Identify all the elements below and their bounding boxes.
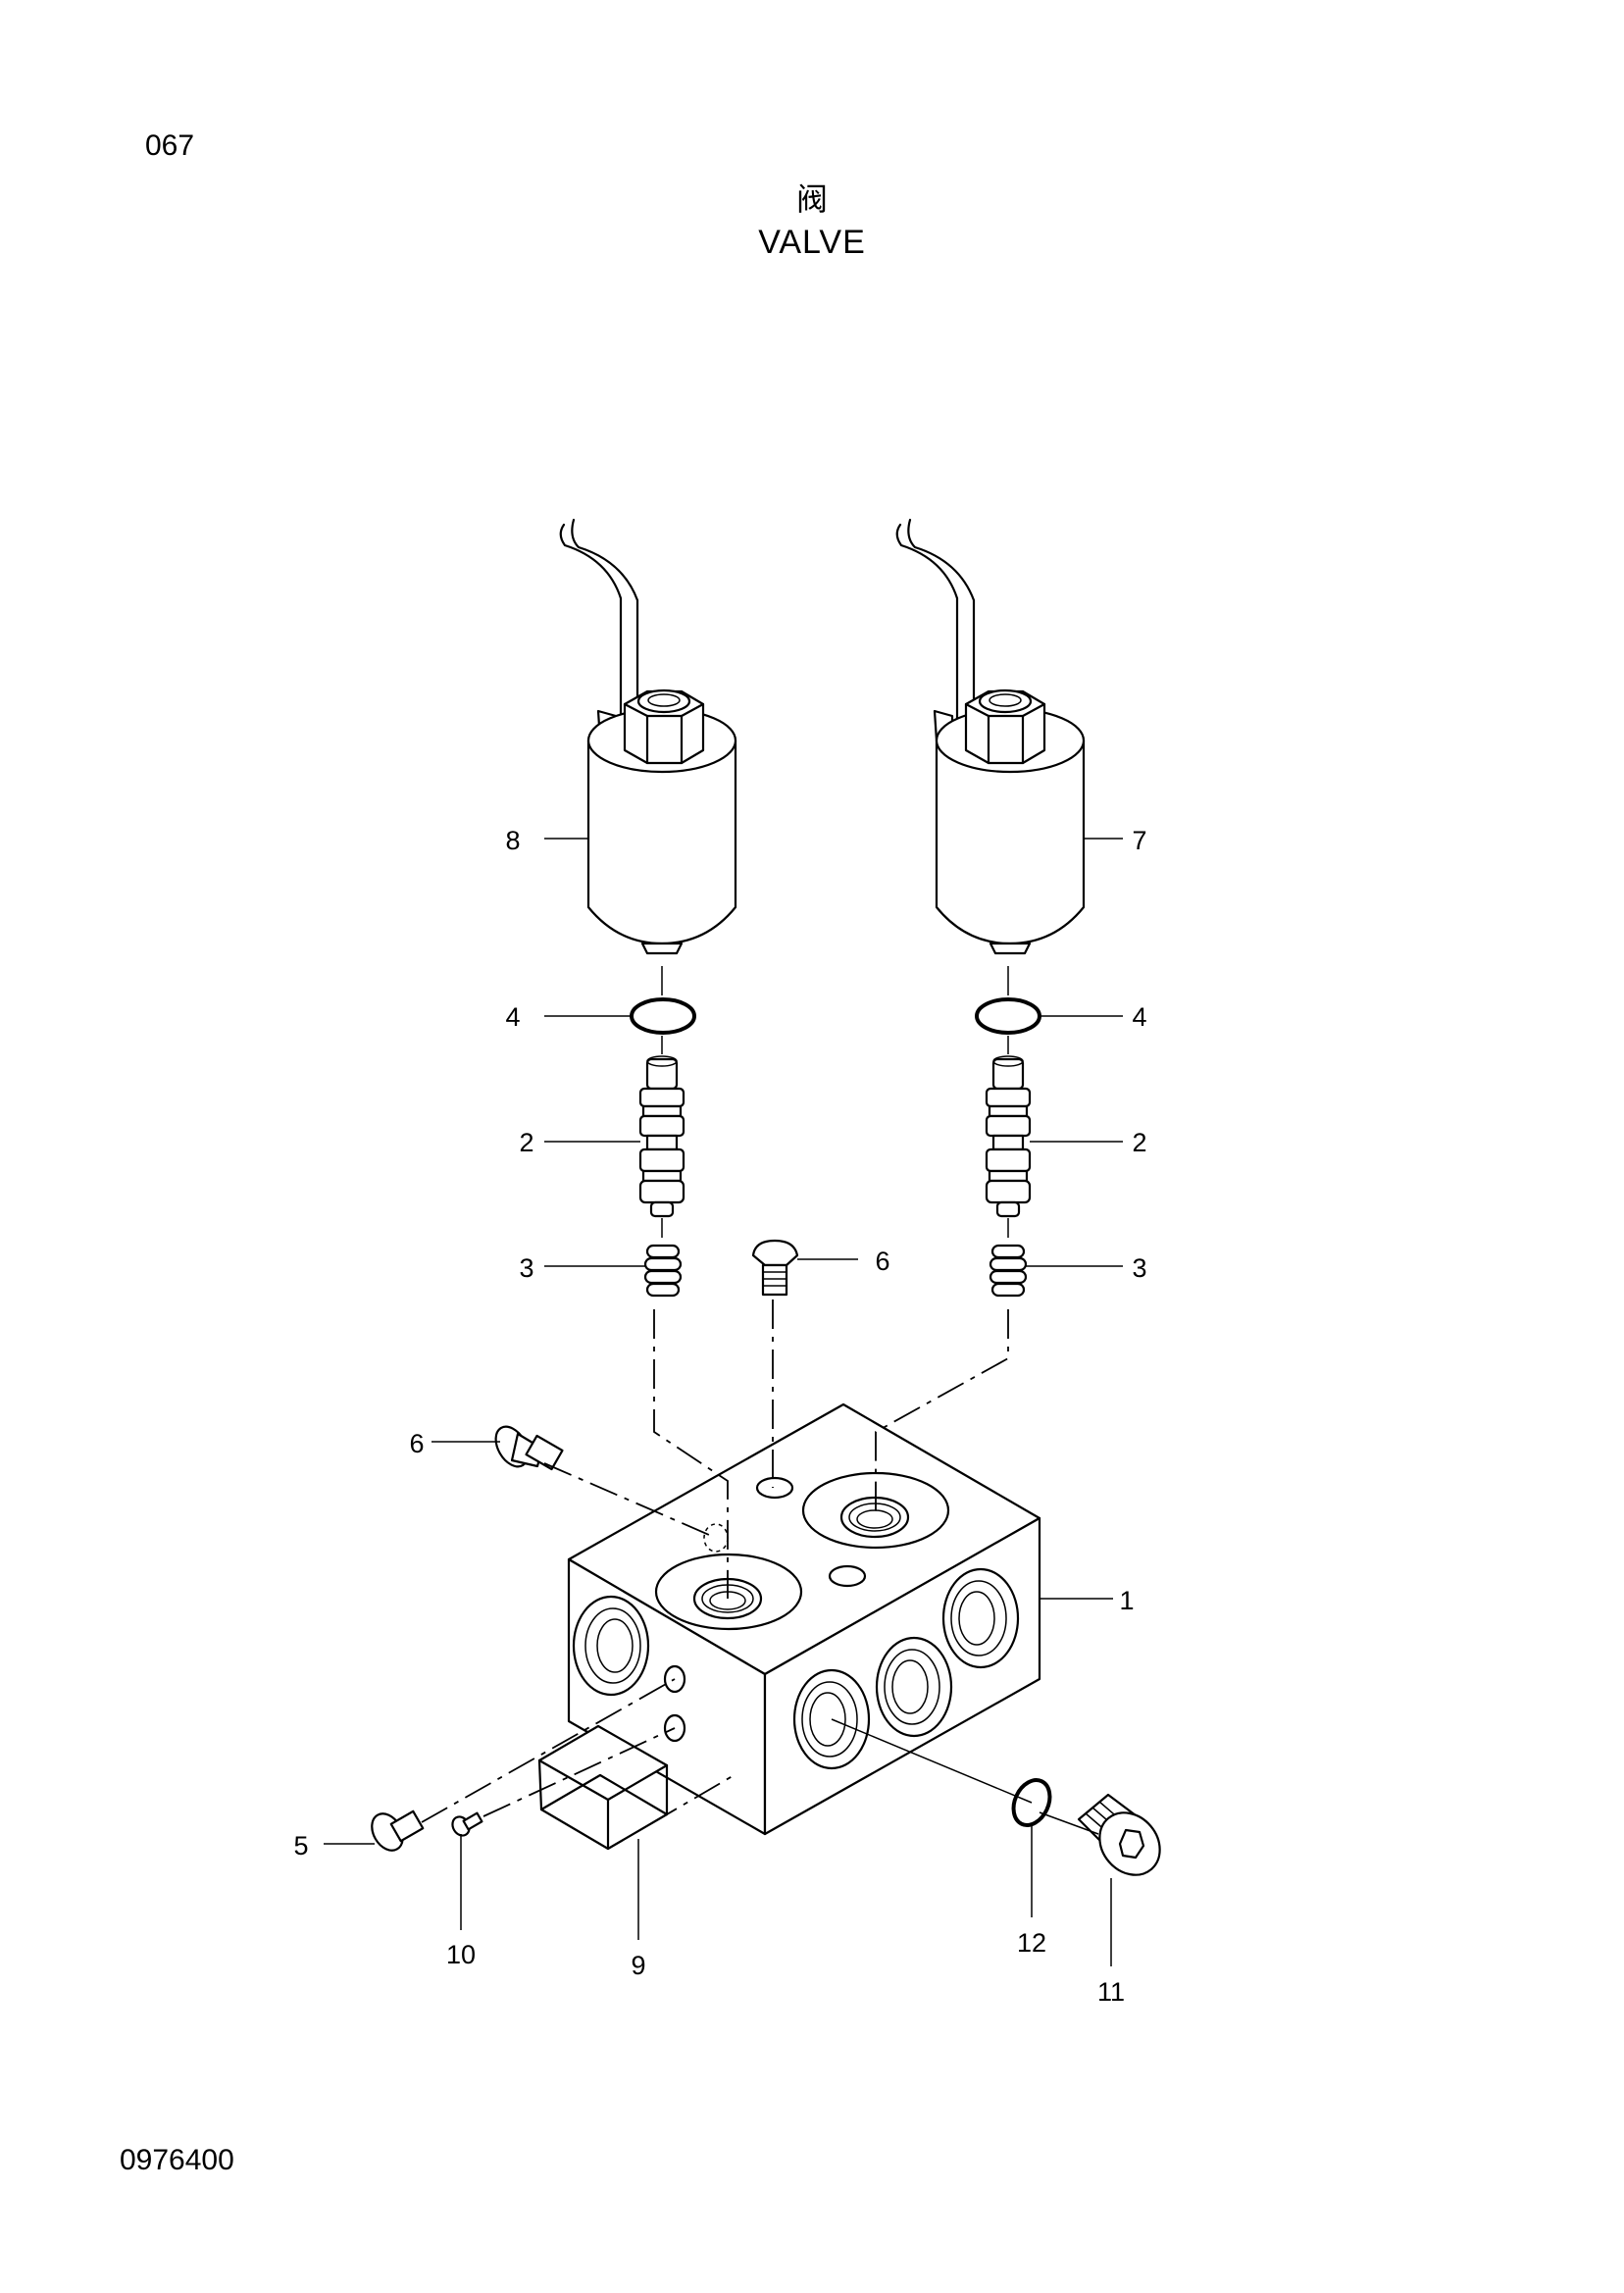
- o-ring-left: [630, 966, 696, 1054]
- callout-4-right: 4: [1132, 1002, 1146, 1032]
- callout-11: 11: [1097, 1977, 1125, 2007]
- callout-6-top: 6: [875, 1247, 889, 1276]
- document-code: 0976400: [120, 2144, 234, 2176]
- o-ring-right: [975, 966, 1041, 1054]
- plug-top: [751, 1239, 799, 1297]
- plug-left: [494, 1425, 564, 1471]
- callout-10: 10: [446, 1940, 476, 1969]
- title-chinese: 阀: [795, 180, 828, 218]
- spool-right: [985, 1055, 1032, 1218]
- spring-right: [989, 1244, 1028, 1298]
- callout-3-left: 3: [519, 1253, 533, 1283]
- spool-left: [638, 1055, 685, 1218]
- page-number: 067: [145, 129, 195, 162]
- callout-9: 9: [631, 1951, 645, 1980]
- callout-5: 5: [293, 1831, 308, 1860]
- solenoid-left: [559, 518, 737, 955]
- plug-5: [371, 1809, 425, 1852]
- callout-4-left: 4: [505, 1002, 520, 1032]
- spring-left: [643, 1244, 683, 1298]
- valve-block: [567, 1402, 1041, 1836]
- callout-1: 1: [1119, 1586, 1134, 1615]
- callout-2-left: 2: [519, 1128, 533, 1157]
- callout-2-right: 2: [1132, 1128, 1146, 1157]
- callout-7: 7: [1132, 826, 1146, 855]
- rivet: [451, 1811, 483, 1837]
- callout-12: 12: [1017, 1928, 1046, 1958]
- callout-8: 8: [505, 826, 520, 855]
- callout-6-left: 6: [409, 1429, 424, 1458]
- solenoid-right: [895, 518, 1086, 955]
- plug-11: [1077, 1793, 1161, 1876]
- callout-3-right: 3: [1132, 1253, 1146, 1283]
- title-english: VALVE: [758, 224, 866, 261]
